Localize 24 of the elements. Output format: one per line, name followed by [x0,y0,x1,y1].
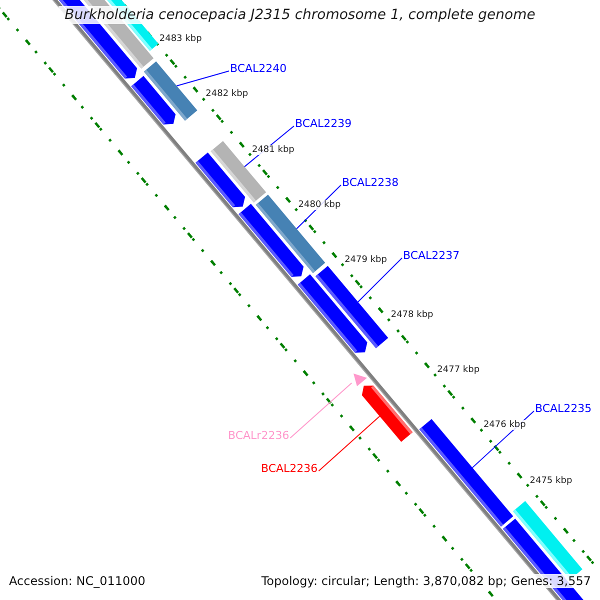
gene-block [144,61,198,121]
gene-label: BCALr2236 [228,429,290,442]
leader-line [358,258,402,302]
scale-label: 2477 kbp [437,365,480,376]
scale-label: 2481 kbp [252,144,294,155]
gene-label: BCAL2238 [342,176,399,189]
gene-marker [354,374,367,386]
gene-label: BCAL2240 [230,62,287,75]
scale-label: 2482 kbp [206,89,248,100]
scale-label: 2480 kbp [298,200,341,210]
accession-text: Accession: NC_011000 [9,574,146,588]
gene-label: BCAL2239 [295,117,352,130]
gene-label: BCAL2236 [261,462,318,475]
summary-text: Topology: circular; Length: 3,870,082 bp; Genes: 3,557 [261,574,591,588]
scale-label: 2483 kbp [159,34,202,44]
leader-line [176,70,230,86]
gene-block [316,266,388,348]
gene-label: BCAL2235 [535,402,592,415]
leader-line [290,382,352,438]
scale-label: 2478 kbp [390,310,434,320]
gene-block [362,386,413,442]
scale-label: 2476 kbp [483,420,526,430]
leader-line [318,416,380,472]
gene-label: BCAL2237 [403,249,460,262]
